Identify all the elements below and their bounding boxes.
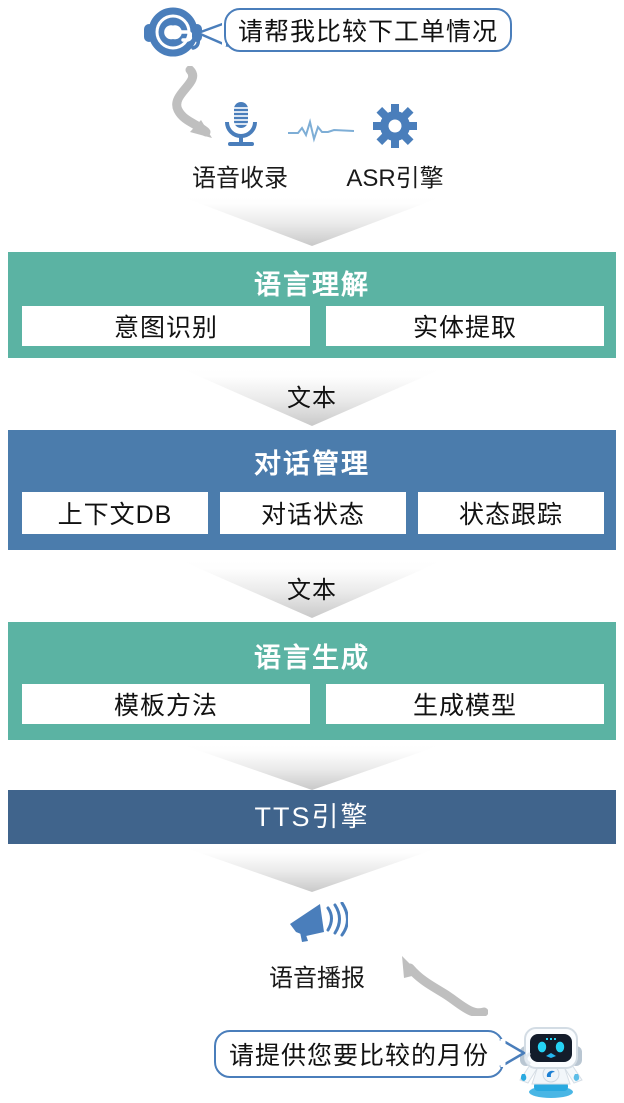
gear-icon — [373, 104, 417, 148]
stage-dm: 对话管理 上下文DB 对话状态 状态跟踪 — [8, 430, 616, 550]
connector-nlu-to-dm-label: 文本 — [287, 385, 337, 412]
connector-asr-to-nlu — [180, 196, 444, 246]
stage-dm-title: 对话管理 — [254, 449, 370, 479]
microphone-icon — [222, 100, 260, 148]
curved-arrow-up-left-icon — [382, 946, 489, 1018]
robot-assistant-icon — [508, 1014, 594, 1098]
user-speech-bubble: 请帮我比较下工单情况 — [224, 8, 512, 52]
speaker-announce-icon — [286, 901, 349, 944]
robot-speech-text: 请提供您要比较的月份 — [228, 1042, 489, 1070]
robot-speech-bubble: 请提供您要比较的月份 — [214, 1030, 504, 1078]
user-headset-icon — [142, 6, 214, 58]
connector-dm-to-nlg-label: 文本 — [287, 577, 337, 604]
audio-waveform-icon — [288, 118, 355, 144]
chip-dialog-state[interactable]: 对话状态 — [220, 492, 406, 534]
chip-template-method[interactable]: 模板方法 — [22, 684, 310, 724]
connector-nlu-to-dm: 文本 — [180, 368, 444, 426]
chip-context-db[interactable]: 上下文DB — [22, 492, 208, 534]
mic-label: 语音收录 — [192, 165, 288, 192]
stage-tts-title: TTS引擎 — [254, 801, 370, 832]
stage-nlg: 语言生成 模板方法 生成模型 — [8, 622, 616, 740]
chip-intent-recognition[interactable]: 意图识别 — [22, 306, 310, 346]
chip-state-tracking[interactable]: 状态跟踪 — [418, 492, 604, 534]
connector-dm-to-nlg: 文本 — [180, 560, 444, 618]
connector-tts-to-output — [180, 846, 444, 892]
stage-nlg-title: 语言生成 — [254, 643, 370, 673]
connector-nlg-to-tts — [180, 744, 444, 790]
stage-nlu: 语言理解 意图识别 实体提取 — [8, 252, 616, 358]
curved-arrow-down-icon — [160, 65, 230, 148]
stage-tts: TTS引擎 — [8, 790, 616, 844]
asr-label: ASR引擎 — [346, 165, 444, 192]
chip-generative-model[interactable]: 生成模型 — [326, 684, 604, 724]
user-speech-text: 请帮我比较下工单情况 — [237, 18, 498, 46]
stage-nlu-title: 语言理解 — [254, 270, 370, 300]
speaker-label: 语音播报 — [269, 965, 365, 992]
chip-entity-extraction[interactable]: 实体提取 — [326, 306, 604, 346]
